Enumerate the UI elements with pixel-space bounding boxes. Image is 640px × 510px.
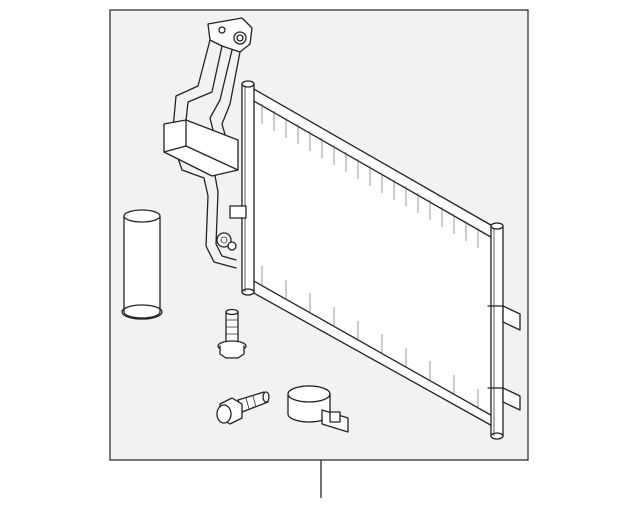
mounting-bracket xyxy=(163,119,247,251)
condenser-core xyxy=(241,80,521,440)
mounting-clamp xyxy=(287,385,349,433)
bolt-vertical xyxy=(217,308,247,359)
refrigerant-pipe xyxy=(171,17,253,269)
bolt-angled xyxy=(216,391,270,425)
receiver-drier xyxy=(121,209,163,320)
condenser-fins xyxy=(261,104,479,409)
